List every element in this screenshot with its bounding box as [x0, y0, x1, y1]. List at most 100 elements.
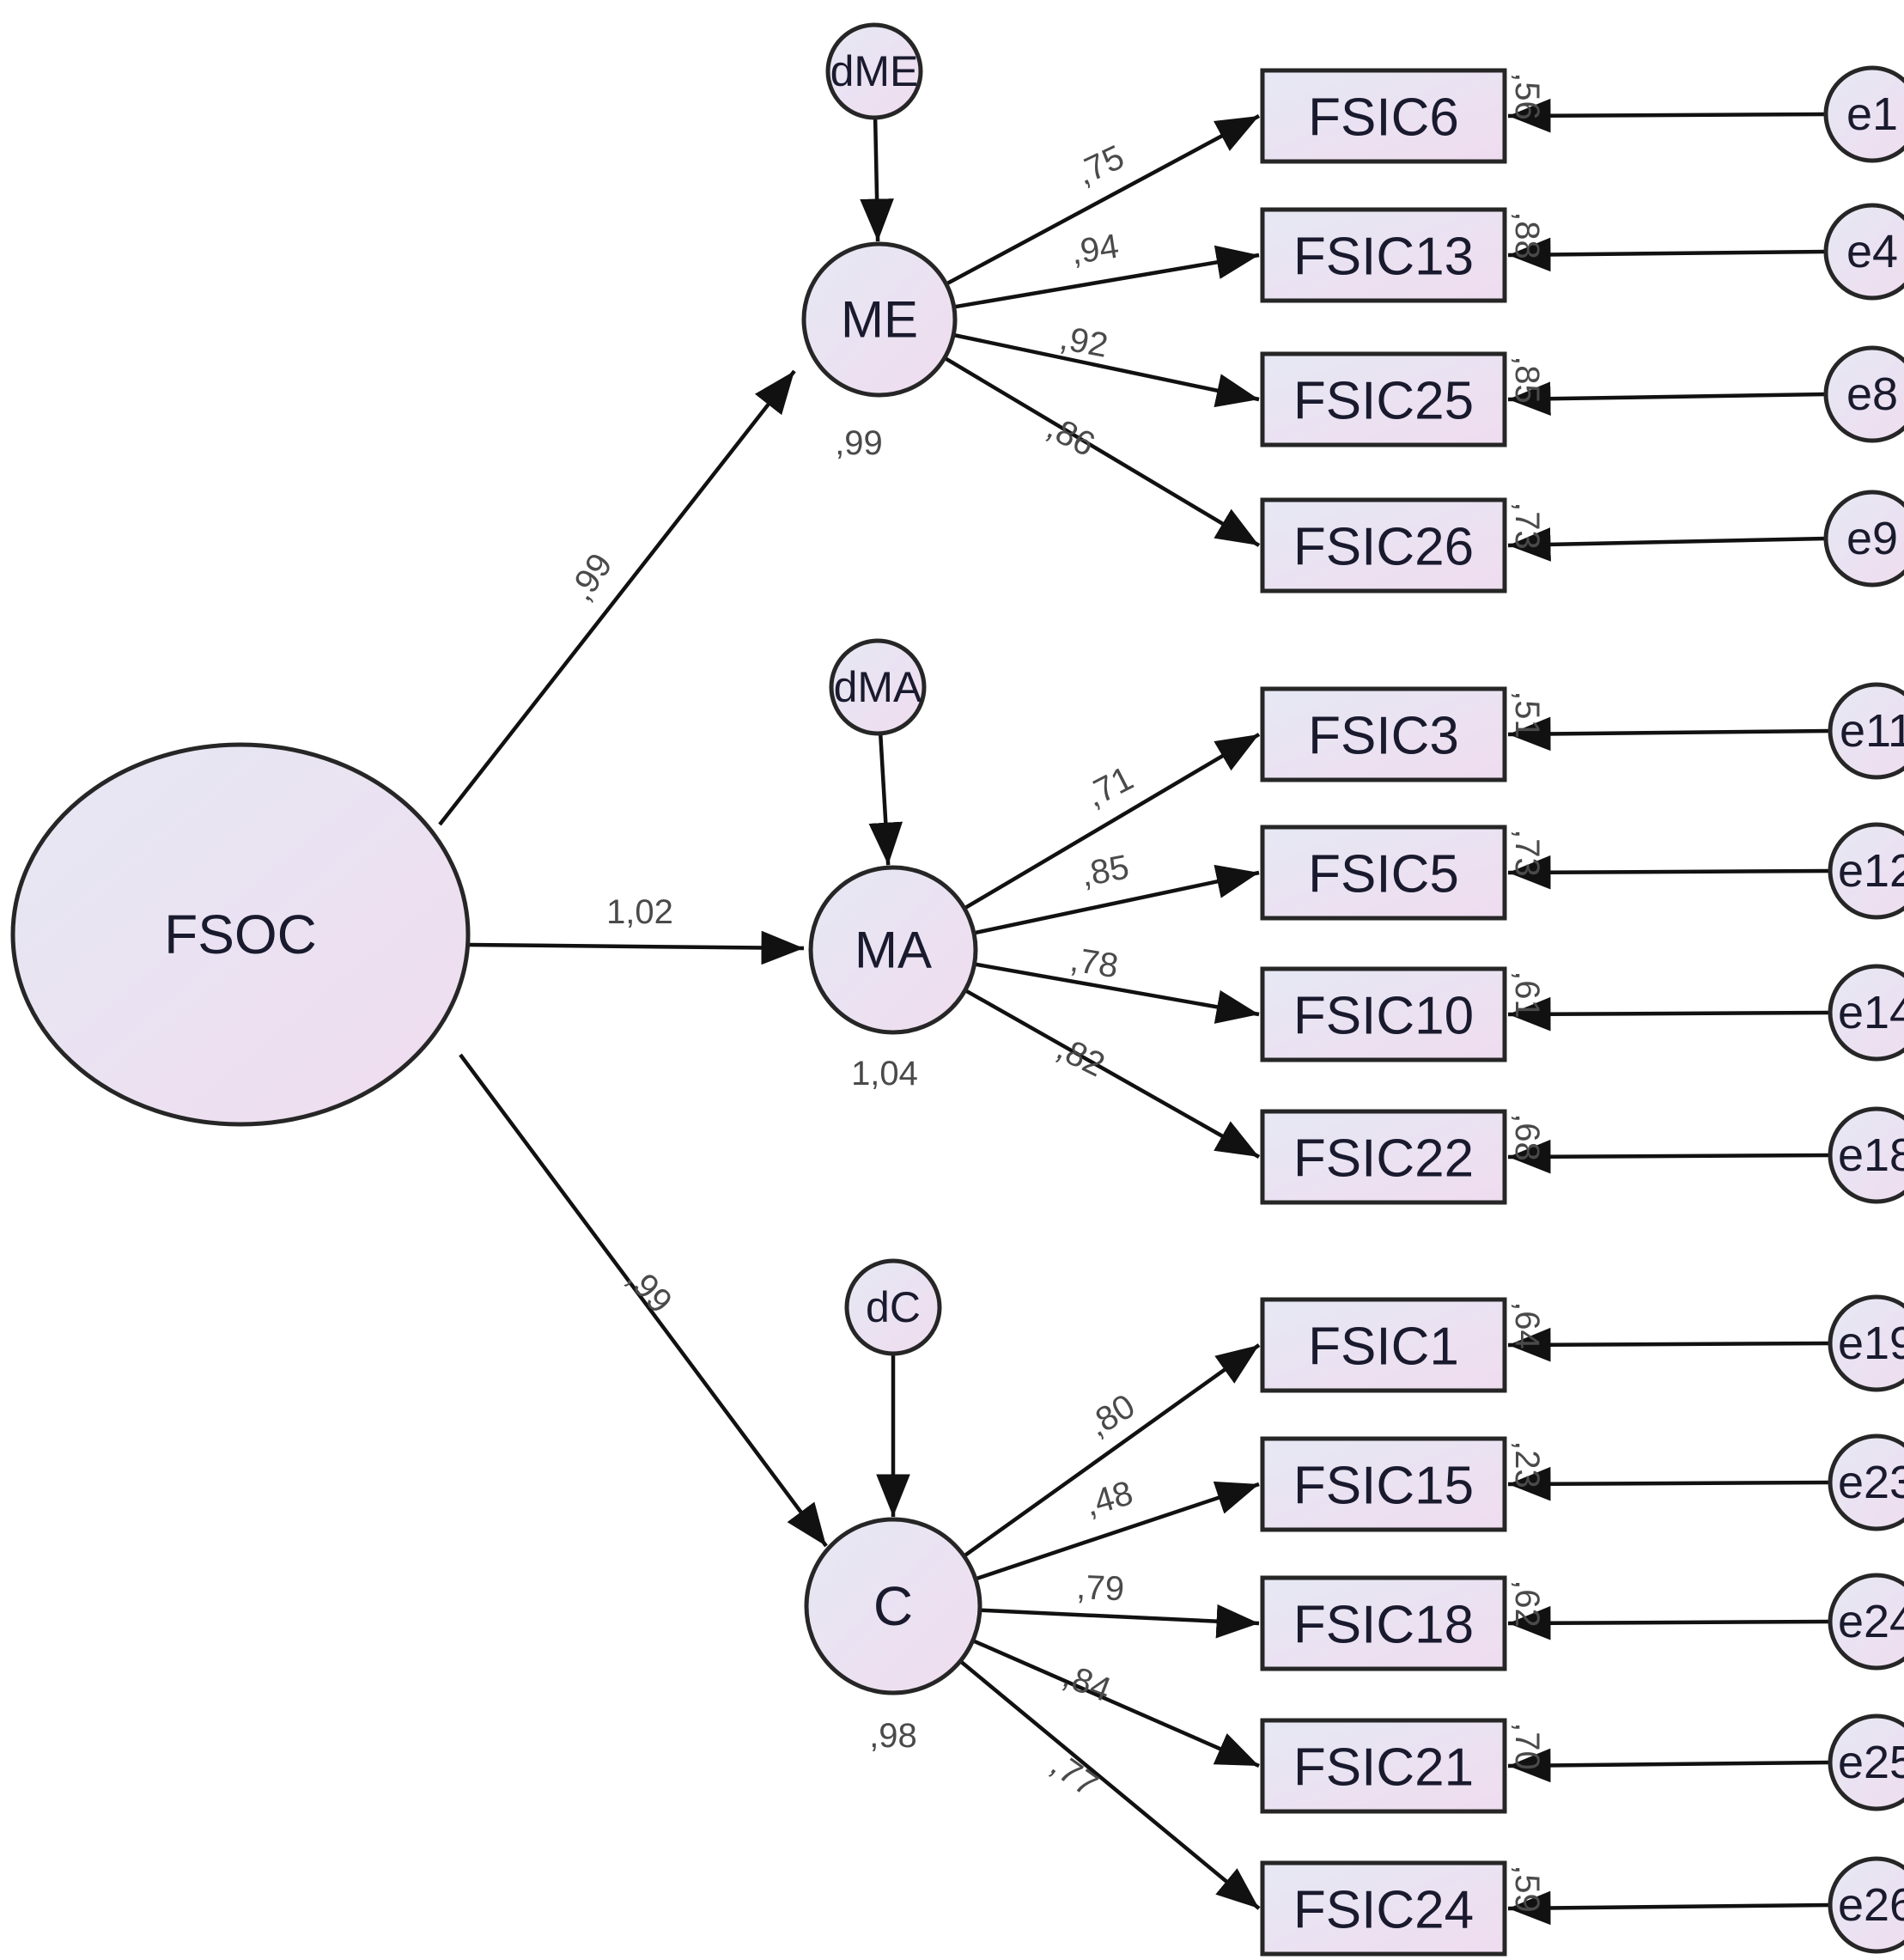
error-arrow-e9: [1507, 527, 1827, 562]
r2-fsic26: ,73: [1508, 502, 1546, 550]
error-arrow-e24: [1507, 1605, 1831, 1640]
error-e1[interactable]: e1: [1823, 65, 1904, 163]
r2-fsic3: ,51: [1508, 691, 1546, 739]
error-label: e18: [1838, 1129, 1904, 1181]
loading-coef-fsic15: ,48: [1080, 1474, 1137, 1524]
error-e26[interactable]: e26: [1828, 1856, 1904, 1954]
indicator-label: FSIC3: [1308, 707, 1459, 766]
ma-label: MA: [855, 922, 932, 979]
indicator-label: FSIC22: [1293, 1129, 1474, 1189]
r2-fsic1: ,64: [1508, 1301, 1546, 1349]
indicator-fsic10[interactable]: FSIC10: [1260, 966, 1507, 1062]
fsoc-label: FSOC: [164, 904, 317, 965]
error-e19[interactable]: e19: [1828, 1294, 1904, 1392]
indicator-label: FSIC18: [1293, 1596, 1474, 1655]
loading-coef-fsic22: ,82: [1051, 1029, 1110, 1084]
loading-arrow-fsic21: [973, 1639, 1260, 1768]
loading-arrow-fsic26: [945, 356, 1261, 547]
error-e14[interactable]: e14: [1828, 964, 1904, 1062]
error-arrow-e19: [1507, 1327, 1831, 1362]
indicator-fsic5[interactable]: FSIC5: [1260, 825, 1507, 921]
error-label: e24: [1838, 1596, 1904, 1647]
r2-fsic15: ,23: [1508, 1440, 1546, 1488]
indicator-fsic13[interactable]: FSIC13: [1260, 207, 1507, 303]
loading-coef-fsic13: ,94: [1068, 228, 1122, 272]
indicator-label: FSIC5: [1308, 845, 1459, 904]
error-label: e25: [1838, 1737, 1904, 1788]
loading-arrow-fsic25: [954, 333, 1260, 408]
error-e11[interactable]: e11: [1828, 682, 1904, 780]
c-r2-label: ,98: [869, 1717, 917, 1755]
me-node[interactable]: ME: [801, 241, 958, 398]
path-arrow-fsoc-c: [459, 1053, 828, 1548]
indicator-label: FSIC6: [1308, 88, 1459, 148]
loading-arrow-fsic13: [955, 245, 1260, 309]
r2-fsic10: ,61: [1508, 971, 1546, 1019]
path-arrow-fsoc-ma: [468, 930, 805, 965]
loading-arrow-fsic15: [976, 1481, 1260, 1580]
indicator-fsic22[interactable]: FSIC22: [1260, 1109, 1507, 1205]
arrow-dme-me: [860, 119, 894, 242]
error-arrow-e4: [1507, 237, 1827, 272]
loading-arrow-fsic24: [960, 1660, 1261, 1910]
path-fsoc-me-coef: ,99: [562, 547, 620, 608]
loading-arrow-fsic6: [946, 114, 1261, 285]
error-label: e12: [1838, 845, 1904, 897]
arrows-layer: [438, 98, 1831, 1926]
indicator-fsic15[interactable]: FSIC15: [1260, 1436, 1507, 1532]
c-node[interactable]: C: [804, 1517, 982, 1695]
indicator-label: FSIC24: [1293, 1881, 1474, 1940]
indicator-label: FSIC15: [1293, 1457, 1474, 1516]
error-label: e8: [1846, 368, 1898, 420]
indicator-fsic3[interactable]: FSIC3: [1260, 686, 1507, 782]
loading-arrow-fsic22: [965, 989, 1261, 1159]
arrow-dma-ma: [868, 734, 903, 866]
dma-node[interactable]: dMA: [829, 638, 927, 736]
error-arrow-e23: [1507, 1466, 1831, 1501]
r2-fsic18: ,62: [1508, 1580, 1546, 1628]
indicator-label: FSIC26: [1293, 518, 1474, 577]
path-fsoc-c-coef: ,99: [619, 1260, 679, 1321]
error-e8[interactable]: e8: [1823, 345, 1904, 443]
indicator-fsic21[interactable]: FSIC21: [1260, 1718, 1507, 1814]
loading-coef-fsic24: ,77: [1043, 1746, 1104, 1805]
error-e18[interactable]: e18: [1828, 1106, 1904, 1204]
loading-coef-fsic25: ,92: [1057, 319, 1111, 364]
error-e25[interactable]: e25: [1828, 1713, 1904, 1811]
indicator-fsic1[interactable]: FSIC1: [1260, 1297, 1507, 1393]
error-arrow-e12: [1507, 855, 1831, 890]
error-arrow-e11: [1507, 716, 1831, 752]
error-label: e14: [1838, 987, 1904, 1038]
error-arrow-e8: [1507, 381, 1827, 416]
indicator-label: FSIC21: [1293, 1738, 1474, 1798]
error-arrow-e26: [1507, 1890, 1831, 1926]
indicator-fsic6[interactable]: FSIC6: [1260, 68, 1507, 164]
fsoc-node[interactable]: FSOC: [10, 742, 471, 1127]
error-arrow-e25: [1507, 1748, 1831, 1783]
indicator-fsic24[interactable]: FSIC24: [1260, 1860, 1507, 1957]
indicator-fsic25[interactable]: FSIC25: [1260, 351, 1507, 447]
loading-arrow-fsic3: [964, 733, 1261, 910]
error-e4[interactable]: e4: [1823, 203, 1904, 301]
dme-node[interactable]: dME: [825, 22, 923, 120]
error-label: e23: [1838, 1457, 1904, 1508]
ma-node[interactable]: MA: [808, 865, 978, 1035]
error-e9[interactable]: e9: [1823, 490, 1904, 587]
error-label: e26: [1838, 1879, 1904, 1931]
dc-node[interactable]: dC: [844, 1258, 942, 1356]
error-e12[interactable]: e12: [1828, 822, 1904, 920]
dma-label: dMA: [834, 663, 922, 711]
path-arrow-fsoc-me: [438, 369, 796, 826]
loading-arrow-fsic18: [981, 1604, 1260, 1639]
r2-fsic13: ,88: [1508, 211, 1546, 259]
error-e24[interactable]: e24: [1828, 1573, 1904, 1671]
loading-coef-fsic18: ,79: [1076, 1568, 1125, 1608]
me-label: ME: [841, 291, 918, 349]
indicator-fsic18[interactable]: FSIC18: [1260, 1575, 1507, 1671]
indicator-fsic26[interactable]: FSIC26: [1260, 497, 1507, 593]
r2-fsic22: ,68: [1508, 1113, 1546, 1161]
error-label: e9: [1846, 513, 1898, 564]
path-fsoc-ma-coef: 1,02: [606, 893, 673, 931]
error-e23[interactable]: e23: [1828, 1433, 1904, 1531]
error-label: e11: [1840, 705, 1904, 757]
